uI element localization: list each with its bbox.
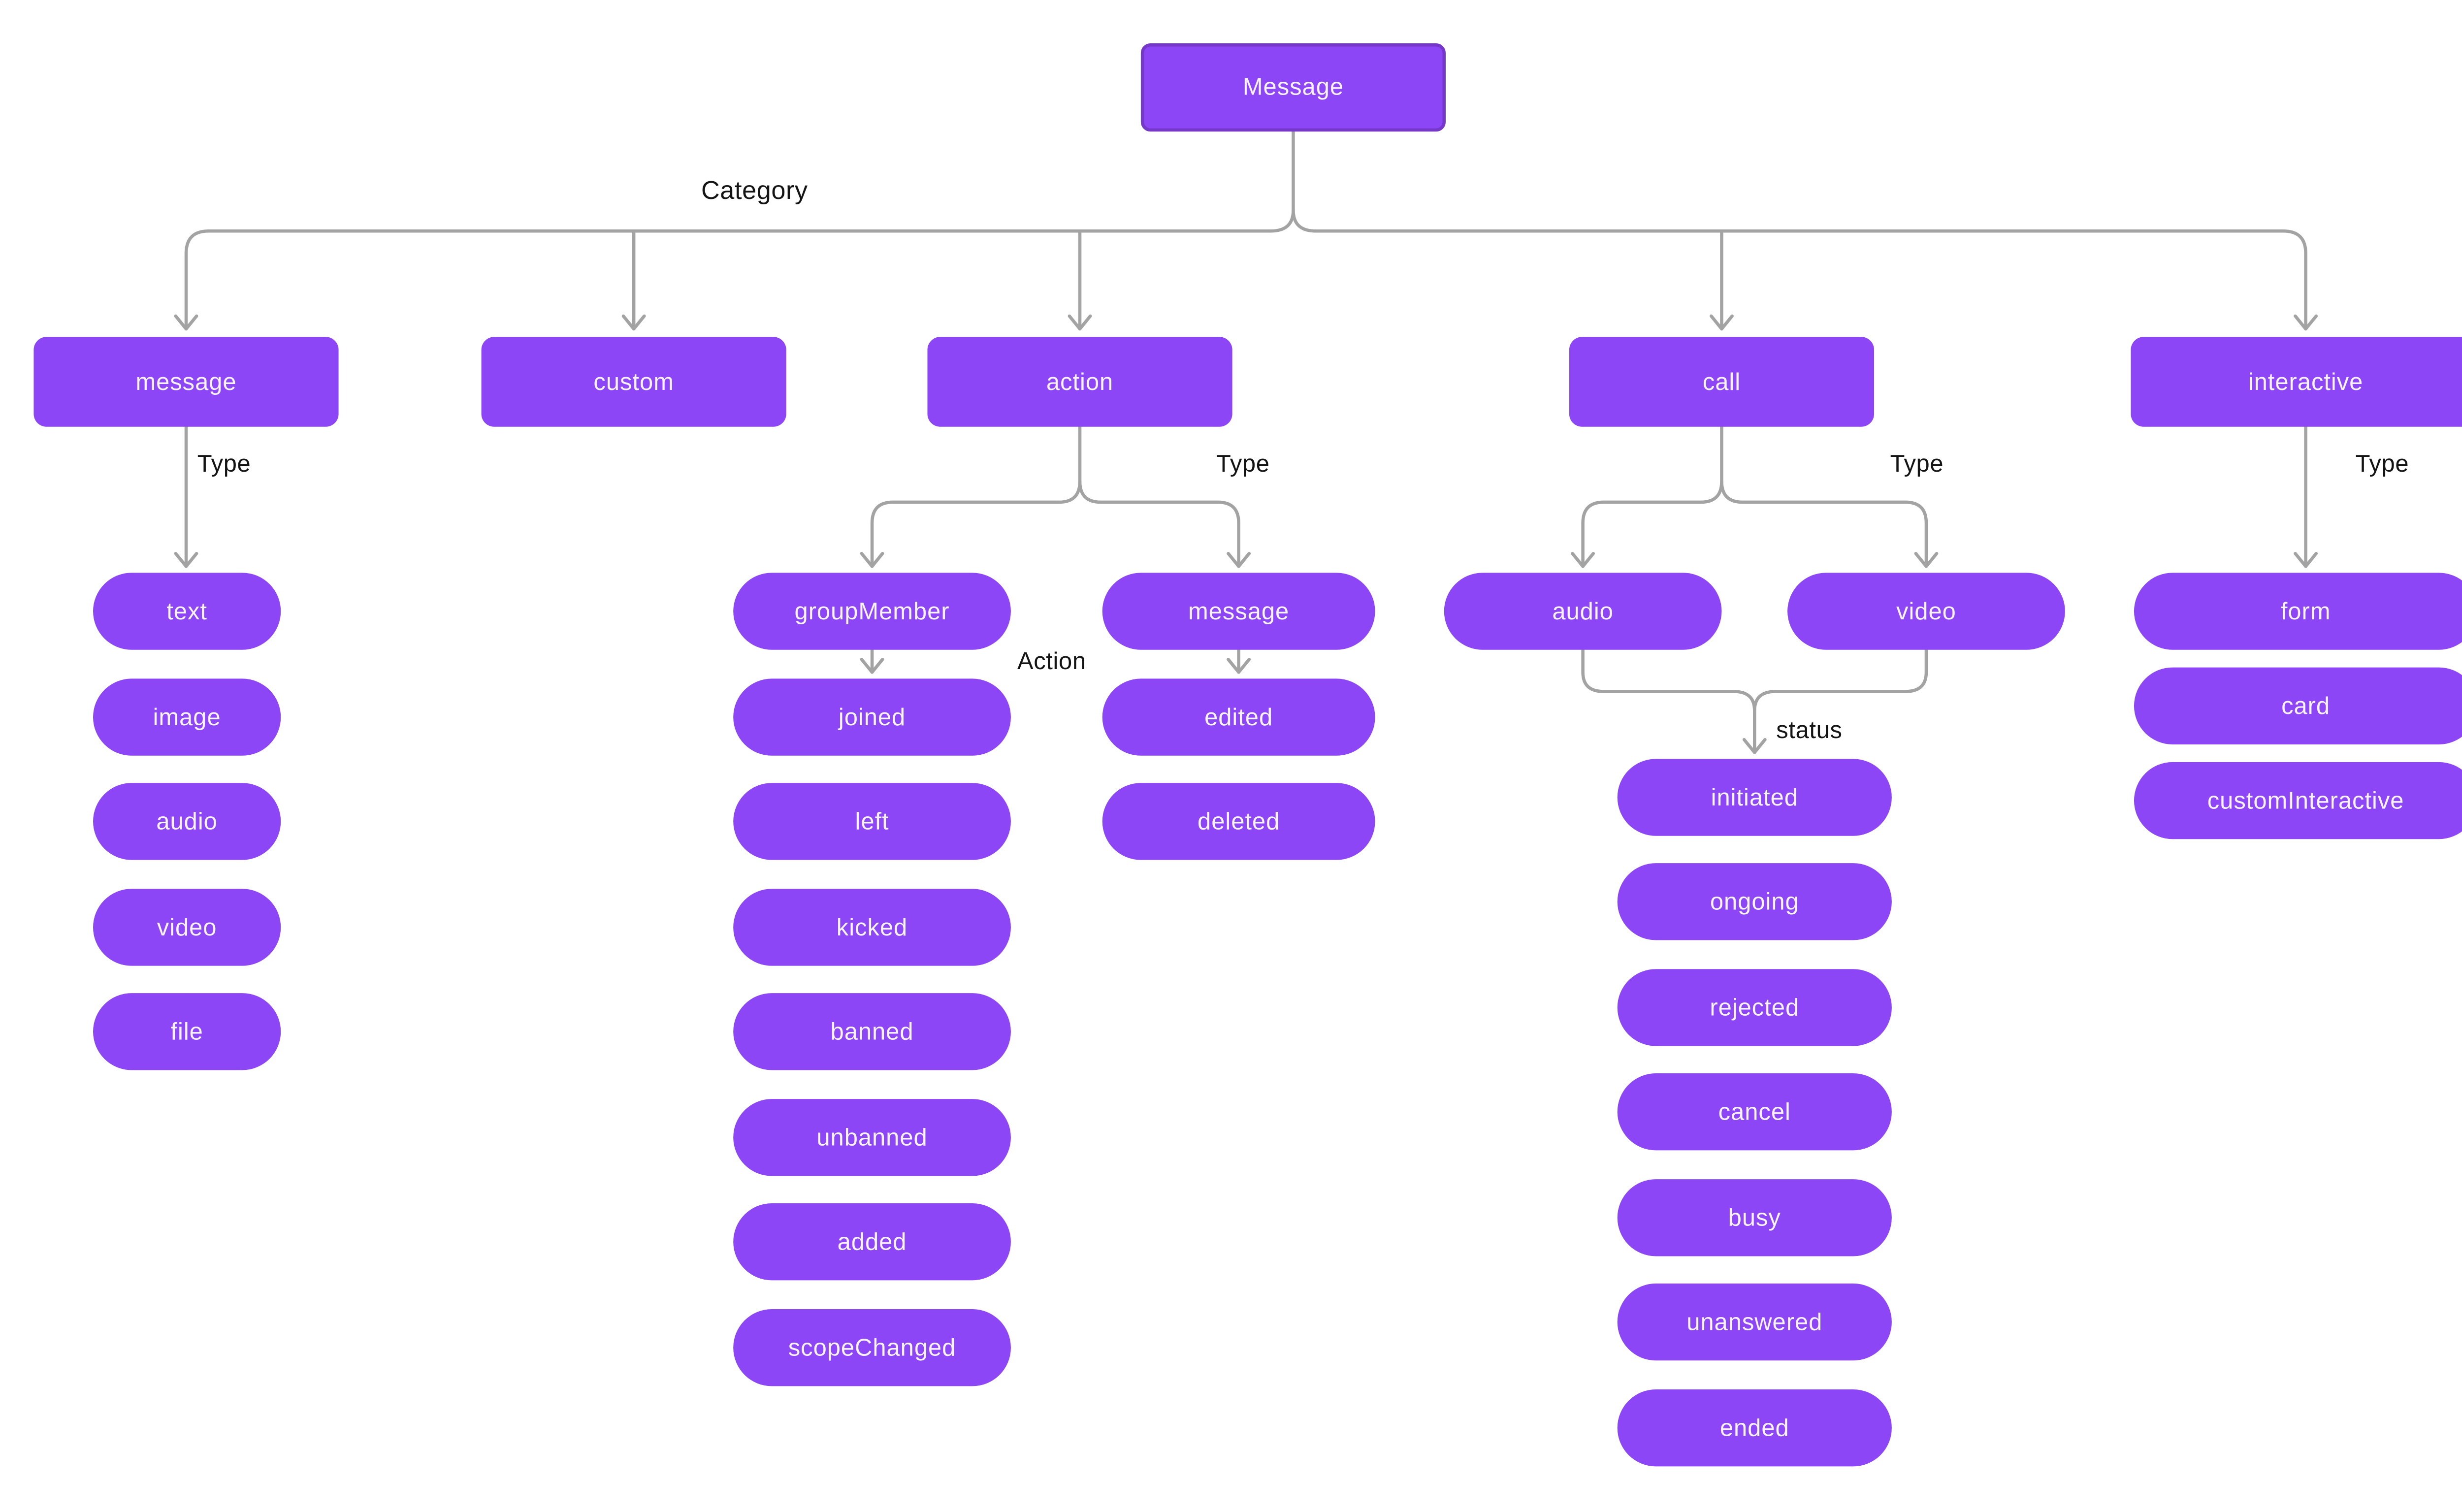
node-group-action-scope-changed: scopeChanged <box>733 1309 1011 1386</box>
node-group-action-joined: joined <box>733 678 1011 756</box>
node-category-custom: custom <box>481 337 786 427</box>
node-call-status-busy: busy <box>1617 1179 1892 1256</box>
edge-label-status: status <box>1776 717 1843 744</box>
node-interactive-type-custom-interactive: customInteractive <box>2134 762 2462 839</box>
node-interactive-type-form: form <box>2134 573 2462 650</box>
node-message-type-video: video <box>93 889 281 966</box>
edge-label-type-call: Type <box>1890 450 1944 479</box>
node-group-action-banned: banned <box>733 993 1011 1070</box>
node-category-action: action <box>927 337 1232 427</box>
node-message-type-file: file <box>93 993 281 1070</box>
arrowhead-icon <box>621 314 646 331</box>
connector-action-type-fork <box>860 425 1251 568</box>
arrowhead-icon <box>174 314 198 331</box>
connector-message-type <box>174 425 198 568</box>
arrowhead-icon <box>1710 314 1734 331</box>
edge-label-category: Category <box>701 178 808 206</box>
node-call-status-rejected: rejected <box>1617 969 1892 1046</box>
node-message-type-text: text <box>93 573 281 650</box>
connector-interactive-type <box>2294 425 2318 568</box>
arrowhead-icon <box>1227 658 1251 674</box>
connector-action-message-action <box>1227 648 1251 674</box>
connector-group-member-action <box>860 648 884 674</box>
node-category-interactive: interactive <box>2131 337 2462 427</box>
node-message-action-deleted: deleted <box>1102 783 1375 860</box>
connector-call-type-fork <box>1571 425 1939 568</box>
node-message-action-edited: edited <box>1102 678 1375 756</box>
edge-label-type-message: Type <box>197 450 251 479</box>
connector-category-bus <box>174 129 2318 331</box>
arrowhead-icon <box>2294 551 2318 568</box>
arrowhead-icon <box>1571 551 1595 568</box>
node-call-type-video: video <box>1787 573 2065 650</box>
node-call-type-audio: audio <box>1444 573 1722 650</box>
node-message-type-image: image <box>93 678 281 756</box>
node-category-message: message <box>33 337 339 427</box>
node-message-type-audio: audio <box>93 783 281 860</box>
node-action-type-group-member: groupMember <box>733 573 1011 650</box>
edge-label-type-interactive: Type <box>2355 450 2409 479</box>
arrowhead-icon <box>1068 314 1092 331</box>
arrowhead-icon <box>1742 738 1767 754</box>
arrowhead-icon <box>1227 551 1251 568</box>
arrowhead-icon <box>860 658 884 674</box>
node-category-call: call <box>1569 337 1875 427</box>
node-action-type-message: message <box>1102 573 1375 650</box>
node-interactive-type-card: card <box>2134 667 2462 744</box>
node-call-status-ended: ended <box>1617 1389 1892 1467</box>
node-message-root: Message <box>1140 43 1446 132</box>
arrowhead-icon <box>860 551 884 568</box>
connector-call-status-merge <box>1581 648 1928 754</box>
node-call-status-initiated: initiated <box>1617 759 1892 836</box>
node-group-action-kicked: kicked <box>733 889 1011 966</box>
node-call-status-cancel: cancel <box>1617 1073 1892 1151</box>
node-call-status-unanswered: unanswered <box>1617 1283 1892 1361</box>
edge-label-type-action: Type <box>1216 450 1270 479</box>
node-group-action-added: added <box>733 1203 1011 1281</box>
arrowhead-icon <box>2294 314 2318 331</box>
node-group-action-left: left <box>733 783 1011 860</box>
arrowhead-icon <box>174 551 198 568</box>
edge-label-action: Action <box>1017 648 1086 676</box>
node-call-status-ongoing: ongoing <box>1617 863 1892 940</box>
arrowhead-icon <box>1914 551 1939 568</box>
node-group-action-unbanned: unbanned <box>733 1099 1011 1176</box>
